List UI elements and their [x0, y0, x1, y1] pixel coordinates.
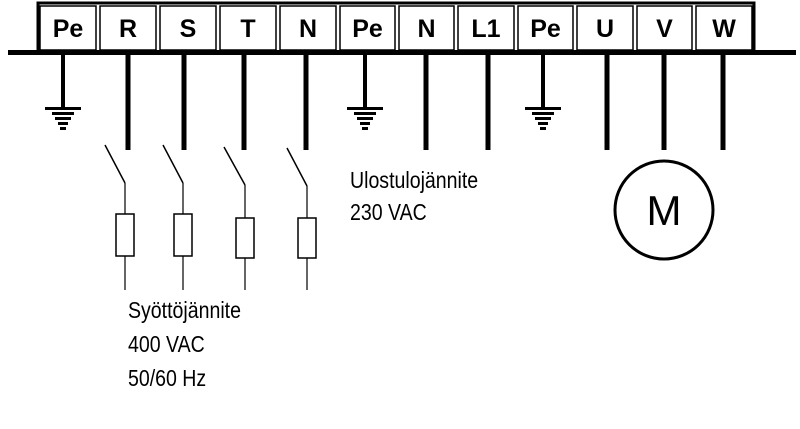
terminal-pe: [517, 5, 574, 51]
wire-r: [125, 55, 131, 150]
wire-u: [604, 55, 610, 150]
wire-n: [303, 55, 309, 150]
ground-icon: [45, 107, 81, 130]
motor-label: M: [647, 187, 682, 234]
wire-t: [241, 55, 247, 150]
terminal-pe: [39, 5, 97, 51]
ground-wire: [363, 55, 367, 107]
motor: M: [613, 159, 715, 261]
bus-bar: [8, 50, 796, 55]
terminal-label: S: [180, 15, 197, 43]
ground-wire: [61, 55, 65, 107]
output-voltage-title: Ulostulojännite: [350, 168, 478, 194]
switch-fuse-3: [223, 146, 255, 290]
fuse-icon: [115, 213, 135, 257]
supply-voltage-title: Syöttöjännite: [128, 298, 241, 324]
terminal-label: N: [417, 15, 435, 43]
terminal-s: [159, 5, 217, 51]
switch-icon: [162, 144, 184, 184]
switch-fuse-4: [286, 147, 317, 290]
terminal-label: R: [119, 15, 137, 43]
switch-icon: [104, 144, 126, 184]
terminal-n: [279, 5, 337, 51]
terminal-v: [636, 5, 693, 51]
switch-icon: [286, 147, 308, 187]
terminal-label: V: [656, 15, 673, 43]
switch-icon: [223, 146, 246, 186]
terminal-u: [576, 5, 634, 51]
switch-fuse-1: [104, 144, 135, 290]
wire-s: [181, 55, 187, 150]
supply-voltage-value: 400 VAC: [128, 332, 205, 358]
wire-l1: [485, 55, 491, 150]
wire-v: [661, 55, 667, 150]
wires: [45, 55, 726, 150]
fuse-icon: [297, 217, 317, 259]
terminal-block-frame: [36, 1, 756, 54]
output-voltage-value: 230 VAC: [350, 200, 427, 226]
wire-w: [720, 55, 726, 150]
terminal-label: N: [299, 15, 317, 43]
supply-switches-fuses: [104, 144, 317, 290]
terminal-label: W: [712, 15, 736, 43]
motor-circle: [613, 159, 715, 261]
terminal-label: U: [596, 15, 614, 43]
terminal-block: Pe R S T N Pe N L1 Pe U V W: [36, 1, 756, 54]
supply-frequency: 50/60 Hz: [128, 366, 206, 392]
ground-icon: [525, 107, 561, 130]
fuse-icon: [173, 213, 193, 257]
switch-fuse-2: [162, 144, 193, 290]
terminal-label: Pe: [530, 15, 561, 43]
terminal-n: [398, 5, 455, 51]
ground-wire: [541, 55, 545, 107]
terminal-label: Pe: [53, 15, 84, 43]
terminal-label: Pe: [352, 15, 383, 43]
wire-n: [423, 55, 429, 150]
terminal-label: T: [240, 15, 255, 43]
ground-icon: [347, 107, 383, 130]
fuse-icon: [235, 217, 255, 259]
terminal-label: L1: [471, 15, 500, 43]
